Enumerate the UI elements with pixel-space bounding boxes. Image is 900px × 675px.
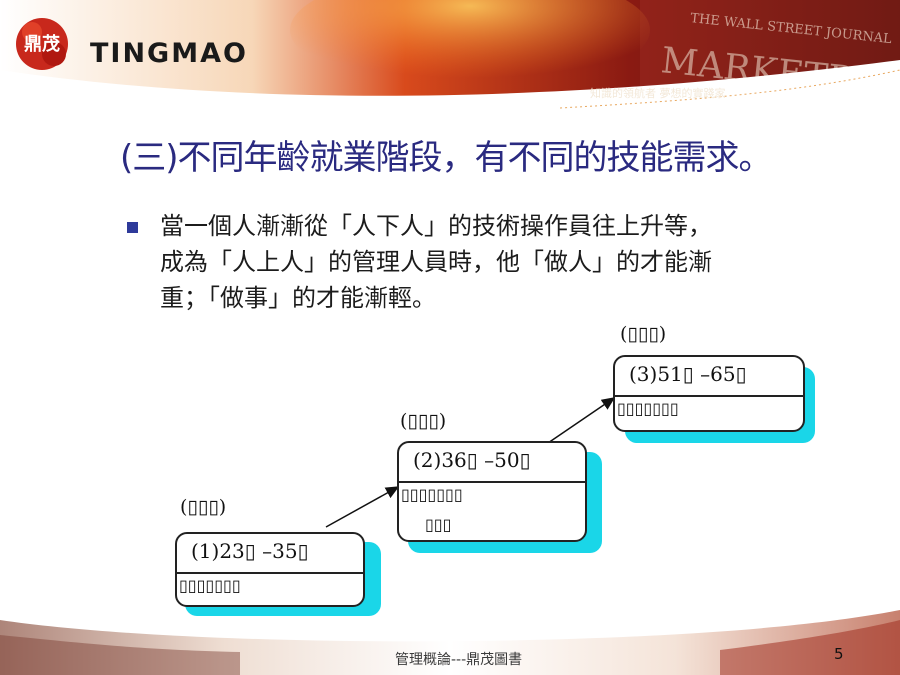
arrow-stage2-to-stage3: [547, 397, 616, 444]
arrow-stage1-to-stage2: [325, 486, 400, 528]
stage-2-label: (▯▯▯): [400, 410, 447, 432]
page-number: 5: [834, 645, 844, 663]
header-banner: THE WALL STREET JOURNAL MARKETPLACE: [0, 0, 900, 112]
stage-2-skill-line-2: ▯▯▯: [425, 515, 452, 534]
stage-2-header: (2)36▯ –50▯: [399, 443, 585, 483]
stage-2-box: (2)36▯ –50▯ ▯▯▯▯▯▯▯ ▯▯▯: [397, 441, 587, 542]
stage-3-age: (3)51▯ –65▯: [629, 362, 747, 386]
stage-3-skill: ▯▯▯▯▯▯▯: [617, 399, 679, 418]
bullet-square-icon: [127, 222, 138, 233]
brand-motto: 知識的領航者 夢想的實踐家: [590, 87, 726, 100]
stage-3-header: (3)51▯ –65▯: [615, 357, 803, 397]
stage-1-label: (▯▯▯): [180, 496, 227, 518]
stage-2-age: (2)36▯ –50▯: [413, 448, 531, 472]
stage-1-header: (1)23▯ –35▯: [177, 534, 363, 574]
seal-icon: 鼎茂: [16, 18, 68, 70]
bullet-line: 重；「做事」的才能漸輕。: [160, 284, 436, 312]
banner-graphic: THE WALL STREET JOURNAL MARKETPLACE: [0, 0, 900, 112]
brand-logo: 鼎茂 TINGMAO: [12, 14, 372, 74]
slide-title: (三)不同年齡就業階段，有不同的技能需求。: [120, 138, 773, 178]
seal-text: 鼎茂: [24, 33, 60, 55]
stage-3-label: (▯▯▯): [620, 323, 667, 345]
footer-text: 管理概論---鼎茂圖書: [395, 652, 523, 668]
brand-name: TINGMAO: [90, 38, 248, 69]
stage-3-box: (3)51▯ –65▯ ▯▯▯▯▯▯▯: [613, 355, 805, 432]
stage-1-box: (1)23▯ –35▯ ▯▯▯▯▯▯▯: [175, 532, 365, 607]
bullet-paragraph: 當一個人漸漸從「人下人」的技術操作員往上升等， 成為「人上人」的管理人員時，他「…: [160, 208, 880, 316]
stage-2-skill-line-1: ▯▯▯▯▯▯▯: [401, 485, 463, 504]
bullet-line: 當一個人漸漸從「人下人」的技術操作員往上升等，: [160, 212, 712, 240]
stage-1-skill: ▯▯▯▯▯▯▯: [179, 576, 241, 595]
footer-texture: [0, 610, 900, 675]
bullet-line: 成為「人上人」的管理人員時，他「做人」的才能漸: [160, 248, 712, 276]
stage-1-age: (1)23▯ –35▯: [191, 539, 309, 563]
